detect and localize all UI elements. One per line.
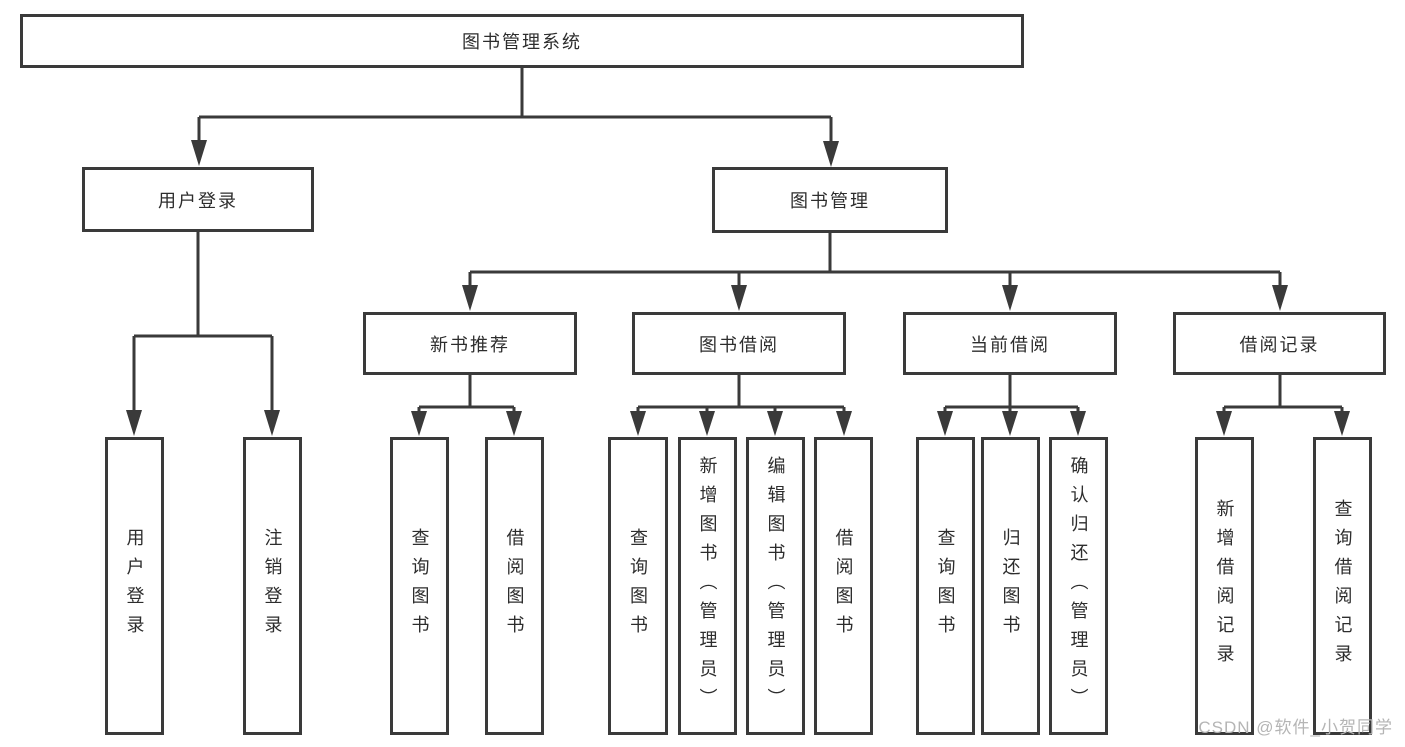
- leaf-query-books-borrowing: 查询图书: [608, 437, 668, 735]
- node-book-borrowing: 图书借阅: [632, 312, 846, 375]
- node-book-management: 图书管理: [712, 167, 948, 233]
- node-user-login: 用户登录: [82, 167, 314, 232]
- node-book-borrowing-label: 图书借阅: [699, 334, 779, 355]
- leaf-query-books-borrowing-label: 查询图书: [628, 528, 648, 644]
- watermark: CSDN @软件_小贺同学: [1198, 718, 1393, 737]
- leaf-borrow-books-recommend-label: 借阅图书: [504, 528, 525, 644]
- leaf-confirm-return-admin-label: 确认归还（管理员）: [1068, 455, 1089, 717]
- leaf-user-login-label: 用户登录: [124, 528, 145, 644]
- leaf-edit-book-admin: 编辑图书（管理员）: [746, 437, 805, 735]
- node-root: 图书管理系统: [20, 14, 1024, 68]
- leaf-add-book-admin: 新增图书（管理员）: [678, 437, 737, 735]
- leaf-query-books-recommend-label: 查询图书: [409, 528, 430, 644]
- node-new-book-recommend-label: 新书推荐: [430, 334, 510, 355]
- leaf-add-borrow-record: 新增借阅记录: [1195, 437, 1254, 735]
- leaf-borrow-books-recommend: 借阅图书: [485, 437, 544, 735]
- node-user-login-label: 用户登录: [158, 190, 238, 211]
- tree-edges: [132, 68, 1344, 413]
- node-current-borrowing-label: 当前借阅: [970, 334, 1050, 355]
- leaf-query-borrow-record: 查询借阅记录: [1313, 437, 1372, 735]
- leaf-logout-label: 注销登录: [262, 528, 283, 644]
- node-new-book-recommend: 新书推荐: [363, 312, 577, 375]
- leaf-confirm-return-admin: 确认归还（管理员）: [1049, 437, 1108, 735]
- node-root-label: 图书管理系统: [462, 32, 582, 52]
- leaf-query-books-current: 查询图书: [916, 437, 975, 735]
- leaf-query-books-current-label: 查询图书: [935, 528, 956, 644]
- leaf-add-borrow-record-label: 新增借阅记录: [1214, 499, 1235, 673]
- leaf-edit-book-admin-label: 编辑图书（管理员）: [765, 455, 786, 717]
- leaf-borrow-books: 借阅图书: [814, 437, 873, 735]
- leaf-add-book-admin-label: 新增图书（管理员）: [697, 455, 718, 717]
- leaf-borrow-books-label: 借阅图书: [833, 528, 854, 644]
- arrowhead-icons: [126, 140, 1350, 436]
- node-borrowing-records-label: 借阅记录: [1239, 334, 1320, 355]
- leaf-query-borrow-record-label: 查询借阅记录: [1332, 499, 1353, 673]
- leaf-query-books-recommend: 查询图书: [390, 437, 449, 735]
- leaf-logout: 注销登录: [243, 437, 302, 735]
- leaf-return-books-label: 归还图书: [1000, 528, 1021, 644]
- node-current-borrowing: 当前借阅: [903, 312, 1117, 375]
- leaf-user-login: 用户登录: [105, 437, 164, 735]
- node-book-management-label: 图书管理: [790, 191, 870, 211]
- node-borrowing-records: 借阅记录: [1173, 312, 1386, 375]
- leaf-return-books: 归还图书: [981, 437, 1040, 735]
